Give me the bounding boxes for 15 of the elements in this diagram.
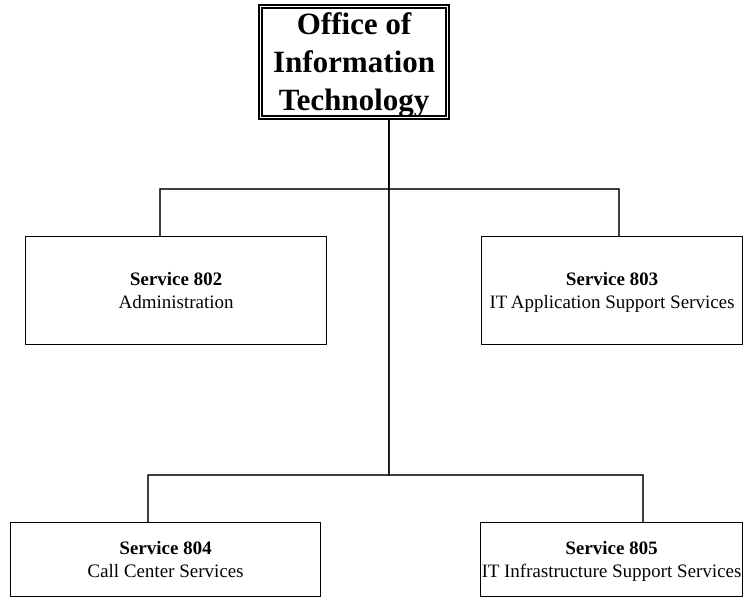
office-box: [258, 4, 450, 120]
service-name: Administration: [118, 290, 234, 314]
service-number: Service 802: [130, 268, 222, 290]
service-number: Service 804: [119, 536, 212, 560]
service-number: Service 803: [566, 268, 658, 290]
service-box: [10, 522, 321, 597]
service-box: [25, 236, 327, 345]
service-box: [481, 236, 743, 345]
service-box: [480, 522, 743, 597]
service-name: Call Center Services: [87, 560, 244, 582]
service-name: IT Infrastructure Support Services: [482, 560, 742, 582]
connector-line: [388, 120, 644, 522]
office-title: Office of Information Technology: [272, 5, 436, 119]
service-number: Service 805: [565, 536, 658, 560]
service-name: IT Application Support Services: [489, 290, 735, 314]
